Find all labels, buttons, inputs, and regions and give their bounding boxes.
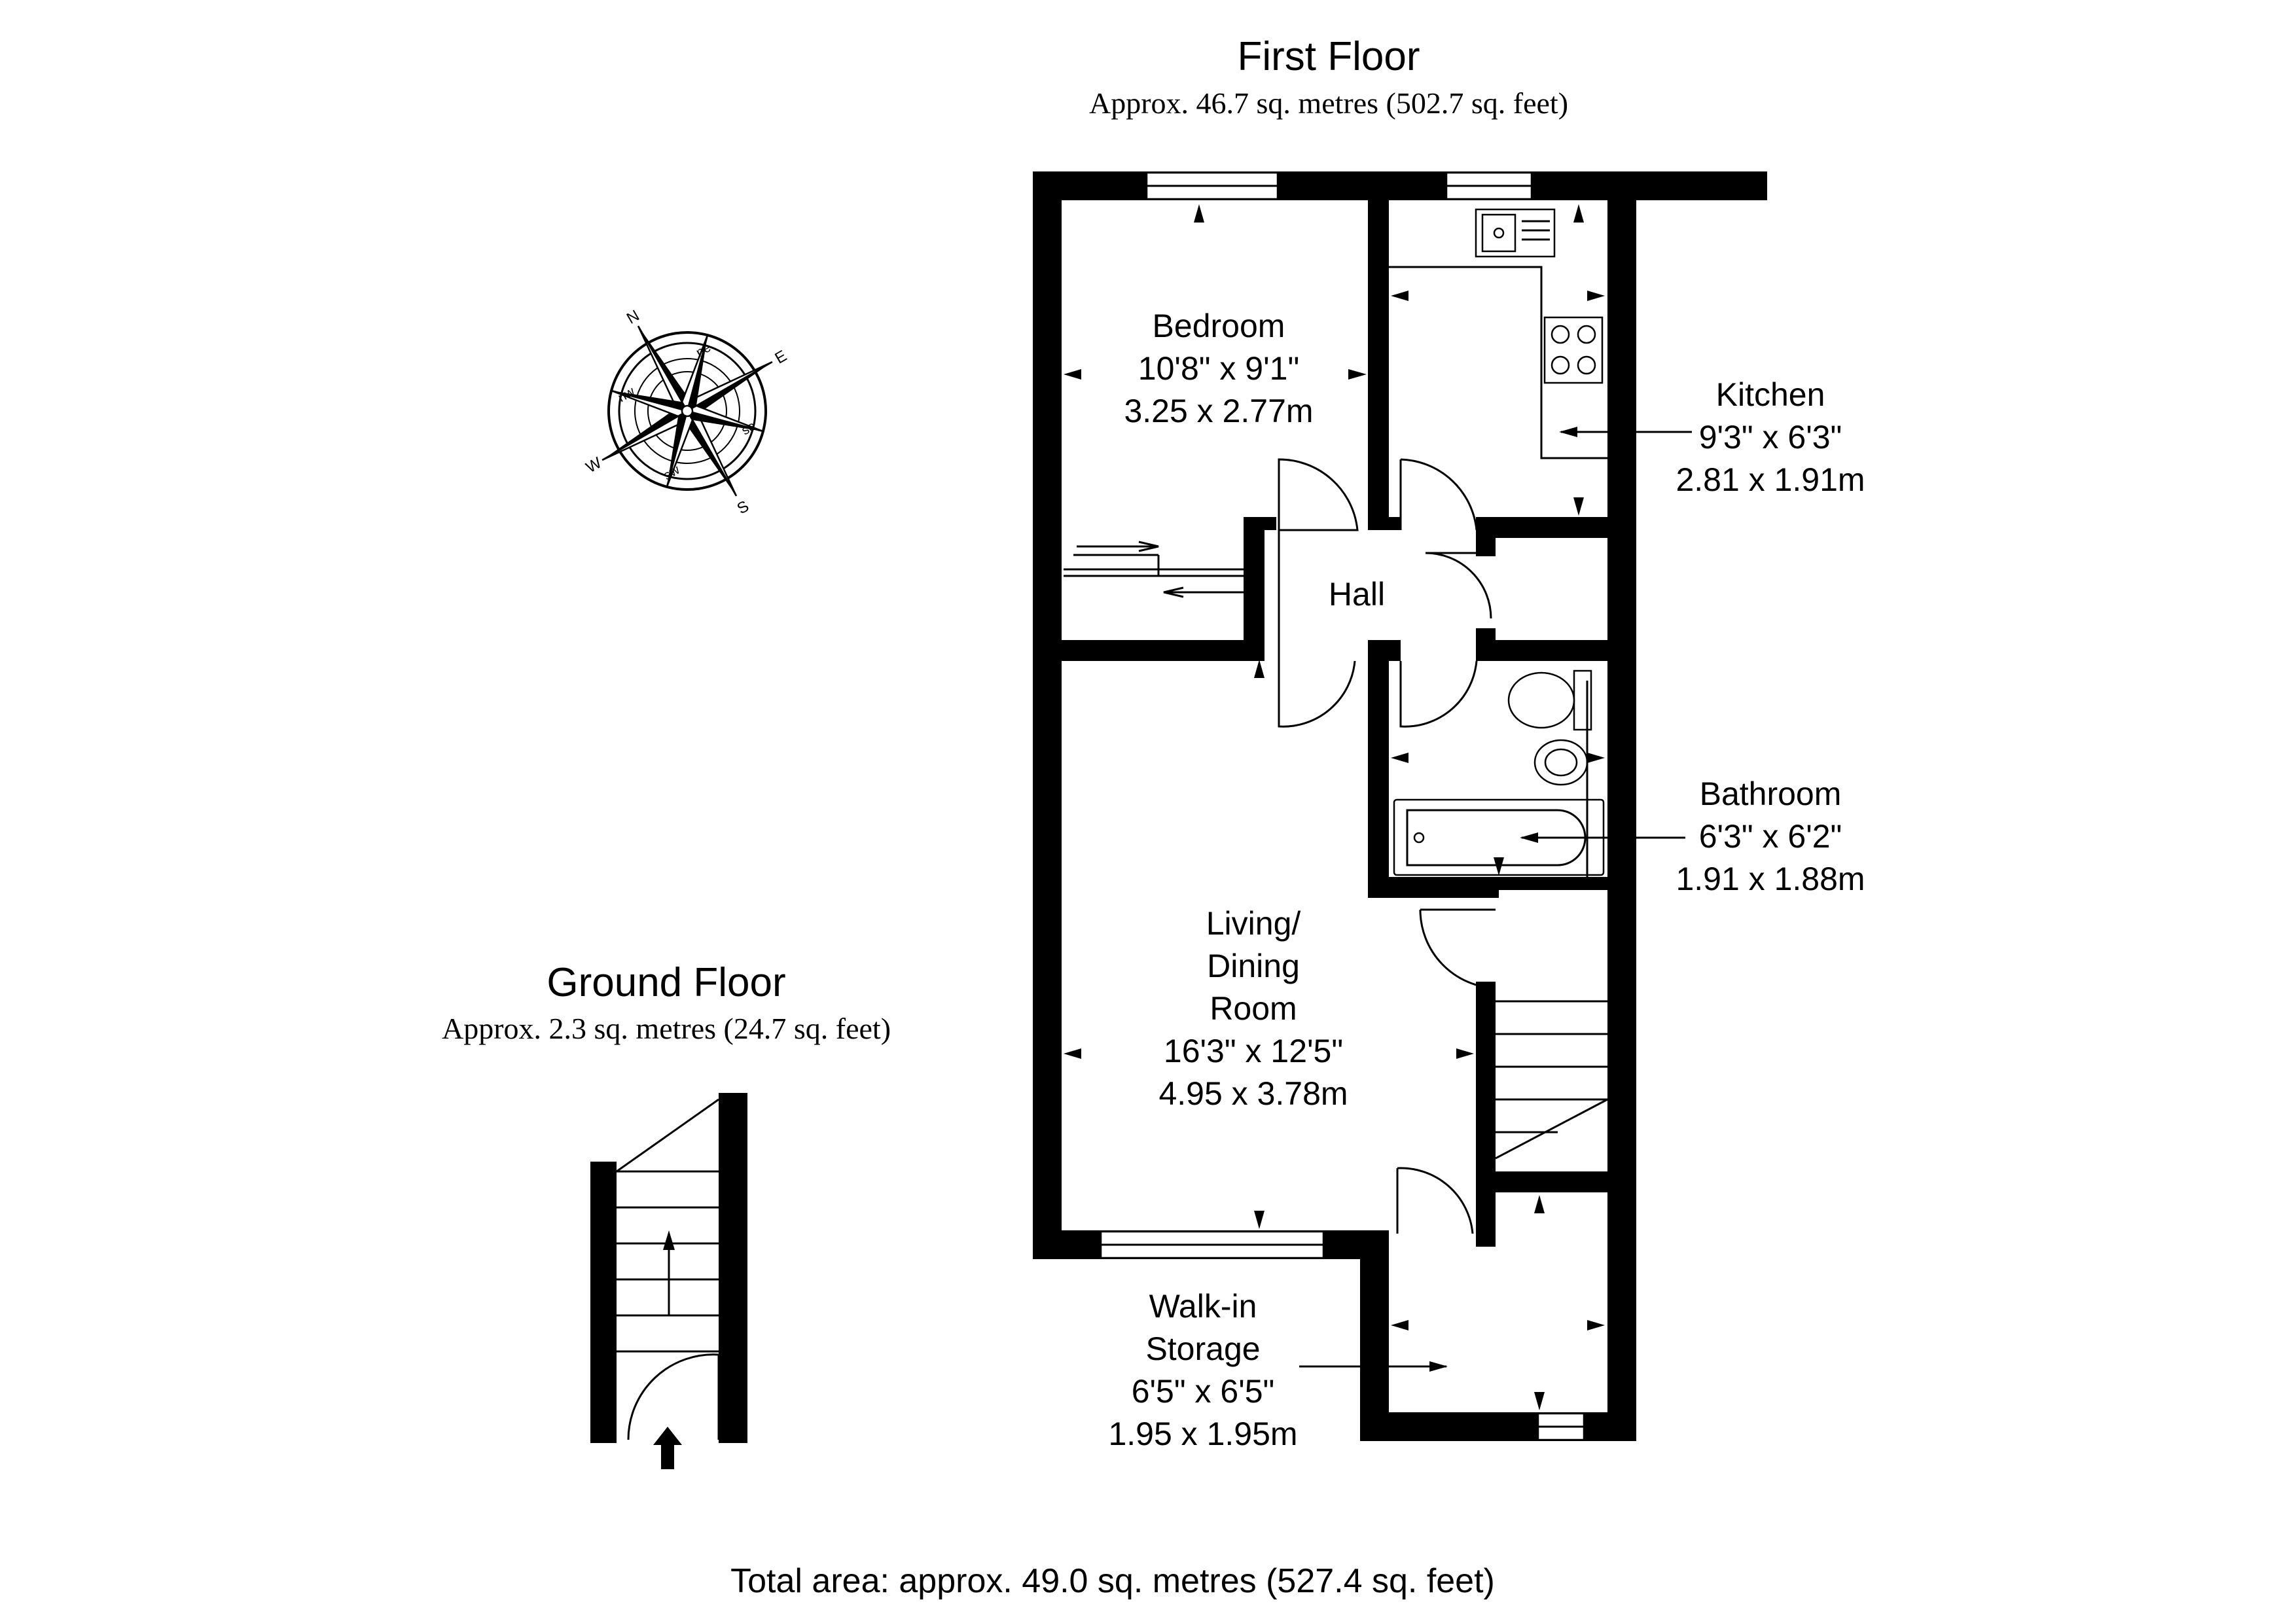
- bathroom-name: Bathroom: [1700, 776, 1842, 812]
- first-floor-stairs: [1495, 1000, 1608, 1160]
- compass-sw: sw: [661, 463, 683, 484]
- first-floor-title: First Floor: [1238, 34, 1420, 79]
- storage-metric: 1.95 x 1.95m: [1108, 1416, 1297, 1452]
- ground-floor-plan: [590, 1093, 747, 1469]
- room-hall: Hall: [1329, 576, 1385, 613]
- compass-s: S: [734, 497, 752, 518]
- doors: [1278, 458, 1496, 1234]
- room-living-dining: Living/ Dining Room 16'3" x 12'5" 4.95 x…: [1158, 905, 1348, 1112]
- toilet-cistern-icon: [1573, 669, 1592, 731]
- kitchen-imperial: 9'3" x 6'3": [1699, 419, 1842, 455]
- fixtures: [1064, 208, 1607, 877]
- living-imperial: 16'3" x 12'5": [1164, 1033, 1343, 1069]
- room-bathroom: Bathroom 6'3" x 6'2" 1.91 x 1.88m: [1520, 776, 1865, 897]
- living-name-line2: Dining: [1207, 948, 1300, 984]
- living-name-line1: Living/: [1206, 905, 1301, 942]
- storage-imperial: 6'5" x 6'5": [1132, 1373, 1275, 1410]
- compass-rose-icon: N E S W ne nw se sw: [583, 307, 790, 518]
- kitchen-metric: 2.81 x 1.91m: [1676, 461, 1865, 498]
- hall-name: Hall: [1329, 576, 1385, 613]
- bathroom-imperial: 6'3" x 6'2": [1699, 818, 1842, 855]
- compass-w: W: [583, 454, 605, 476]
- windows: [1100, 171, 1585, 1441]
- room-walk-in-storage: Walk-in Storage 6'5" x 6'5" 1.95 x 1.95m: [1108, 1288, 1448, 1452]
- bedroom-imperial: 10'8" x 9'1": [1138, 350, 1299, 387]
- storage-name-line1: Walk-in: [1149, 1288, 1257, 1325]
- compass-n: N: [624, 307, 643, 328]
- room-kitchen: Kitchen 9'3" x 6'3" 2.81 x 1.91m: [1559, 376, 1865, 498]
- first-floor-area: Approx. 46.7 sq. metres (502.7 sq. feet): [1089, 86, 1568, 120]
- ground-floor-title: Ground Floor: [547, 960, 785, 1005]
- storage-name-line2: Storage: [1145, 1330, 1260, 1367]
- bedroom-name: Bedroom: [1153, 308, 1285, 344]
- bathroom-metric: 1.91 x 1.88m: [1676, 861, 1865, 897]
- room-bedroom: Bedroom 10'8" x 9'1" 3.25 x 2.77m: [1124, 308, 1313, 429]
- toilet-icon: [1507, 671, 1575, 729]
- living-name-line3: Room: [1210, 990, 1297, 1027]
- kitchen-name: Kitchen: [1716, 376, 1825, 413]
- compass-e: E: [772, 347, 789, 367]
- hob-icon: [1543, 316, 1604, 384]
- ground-floor-area: Approx. 2.3 sq. metres (24.7 sq. feet): [442, 1012, 891, 1045]
- entrance-arrow-icon: [653, 1427, 682, 1469]
- total-area: Total area: approx. 49.0 sq. metres (527…: [730, 1562, 1495, 1600]
- bedroom-metric: 3.25 x 2.77m: [1124, 393, 1313, 429]
- living-metric: 4.95 x 3.78m: [1158, 1075, 1348, 1112]
- dimension-arrows: [1064, 204, 1605, 1410]
